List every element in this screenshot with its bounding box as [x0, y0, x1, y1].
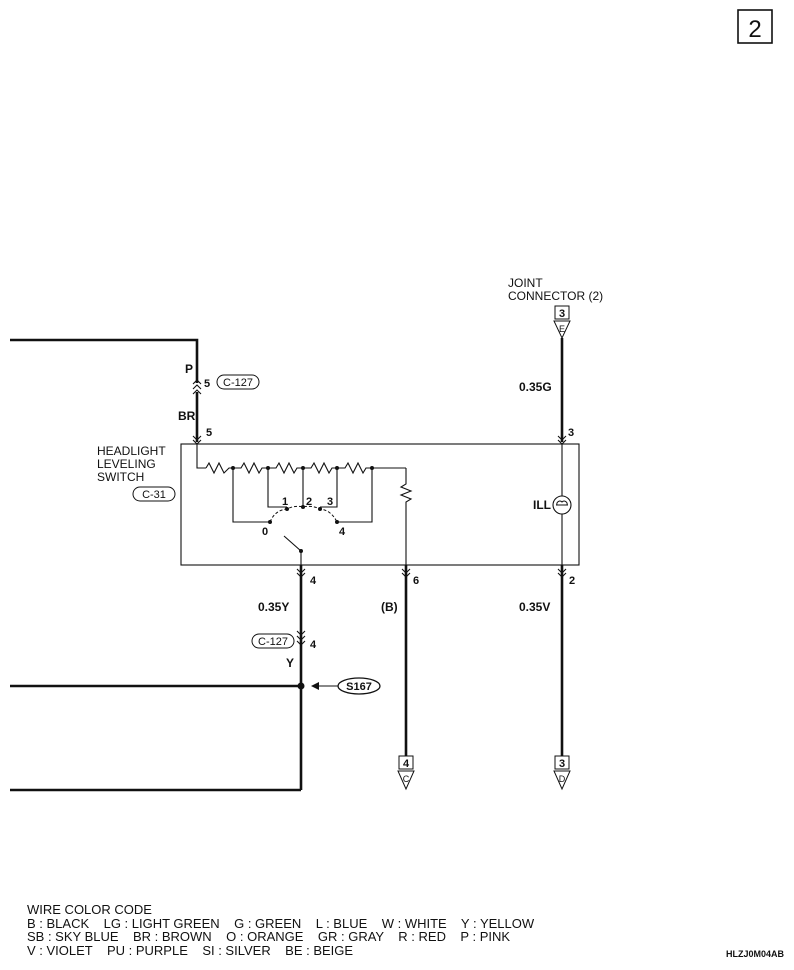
wire-0-35v	[557, 565, 567, 756]
splice-s167: S167	[311, 677, 381, 695]
position-4: 4	[339, 526, 346, 538]
switch-label-line2: LEVELING	[97, 457, 156, 471]
connector-c127-upper: C-127	[216, 374, 260, 390]
position-1: 1	[282, 496, 288, 508]
wire-color-y: 0.35Y	[258, 600, 289, 614]
wire-color-v: 0.35V	[519, 600, 550, 614]
svg-text:C-127: C-127	[258, 636, 288, 648]
pin-6: 6	[413, 575, 419, 587]
pin-5: 5	[206, 427, 212, 439]
svg-text:D: D	[559, 774, 566, 784]
page-number: 2	[748, 16, 761, 43]
wire-color-yellow: Y	[286, 656, 294, 670]
svg-text:C: C	[403, 774, 410, 784]
wire-0-35y	[10, 565, 306, 792]
resistor-chain	[196, 444, 406, 475]
joint-connector-line1: JOINT	[508, 276, 543, 290]
position-contacts	[232, 468, 373, 524]
wire-p-br	[10, 338, 202, 445]
wire-color-g: 0.35G	[519, 380, 552, 394]
pin-3: 3	[568, 427, 574, 439]
wire-color-br: BR	[178, 409, 196, 423]
joint-connector-terminal: 3 E	[553, 305, 571, 340]
svg-text:3: 3	[559, 758, 565, 770]
switch-label-line1: HEADLIGHT	[97, 444, 166, 458]
switch-housing	[180, 443, 580, 566]
resistor-pin6	[399, 468, 413, 565]
terminal-d: 3 D	[553, 755, 571, 791]
diagram-code: HLZJ0M04AB	[725, 949, 784, 959]
legend-line-1: B : BLACK LG : LIGHT GREEN G : GREEN L :…	[27, 915, 535, 931]
legend-title: WIRE COLOR CODE	[27, 902, 152, 917]
page-number-box	[737, 9, 773, 44]
wire-b	[401, 565, 411, 756]
pin-4: 4	[310, 575, 317, 587]
wire-color-p: P	[185, 362, 193, 376]
position-3: 3	[327, 496, 333, 508]
joint-connector-line2: CONNECTOR (2)	[508, 289, 603, 303]
svg-text:4: 4	[403, 758, 410, 770]
connector-c127-lower: C-127	[251, 633, 295, 649]
connector-c31: C-31	[132, 486, 176, 502]
pin-c127-5: 5	[204, 378, 210, 390]
svg-text:C-31: C-31	[142, 489, 166, 501]
svg-text:S167: S167	[346, 681, 372, 693]
terminal-c: 4 C	[397, 755, 415, 791]
ill-label: ILL	[533, 498, 551, 512]
wire-0-35g	[557, 338, 567, 445]
switch-label-line3: SWITCH	[97, 470, 144, 484]
ill-lamp	[552, 444, 572, 565]
pin-c127-4: 4	[310, 639, 317, 651]
svg-text:C-127: C-127	[223, 377, 253, 389]
legend-line-2: SB : SKY BLUE BR : BROWN O : ORANGE GR :…	[27, 929, 511, 944]
position-2: 2	[306, 496, 312, 508]
svg-text:E: E	[559, 324, 565, 334]
wire-color-b: (B)	[381, 600, 398, 614]
legend-line-3: V : VIOLET PU : PURPLE SI : SILVER BE : …	[27, 942, 354, 958]
svg-text:3: 3	[559, 308, 565, 320]
switch-lever	[283, 535, 303, 565]
position-0: 0	[262, 526, 268, 538]
pin-2: 2	[569, 575, 575, 587]
